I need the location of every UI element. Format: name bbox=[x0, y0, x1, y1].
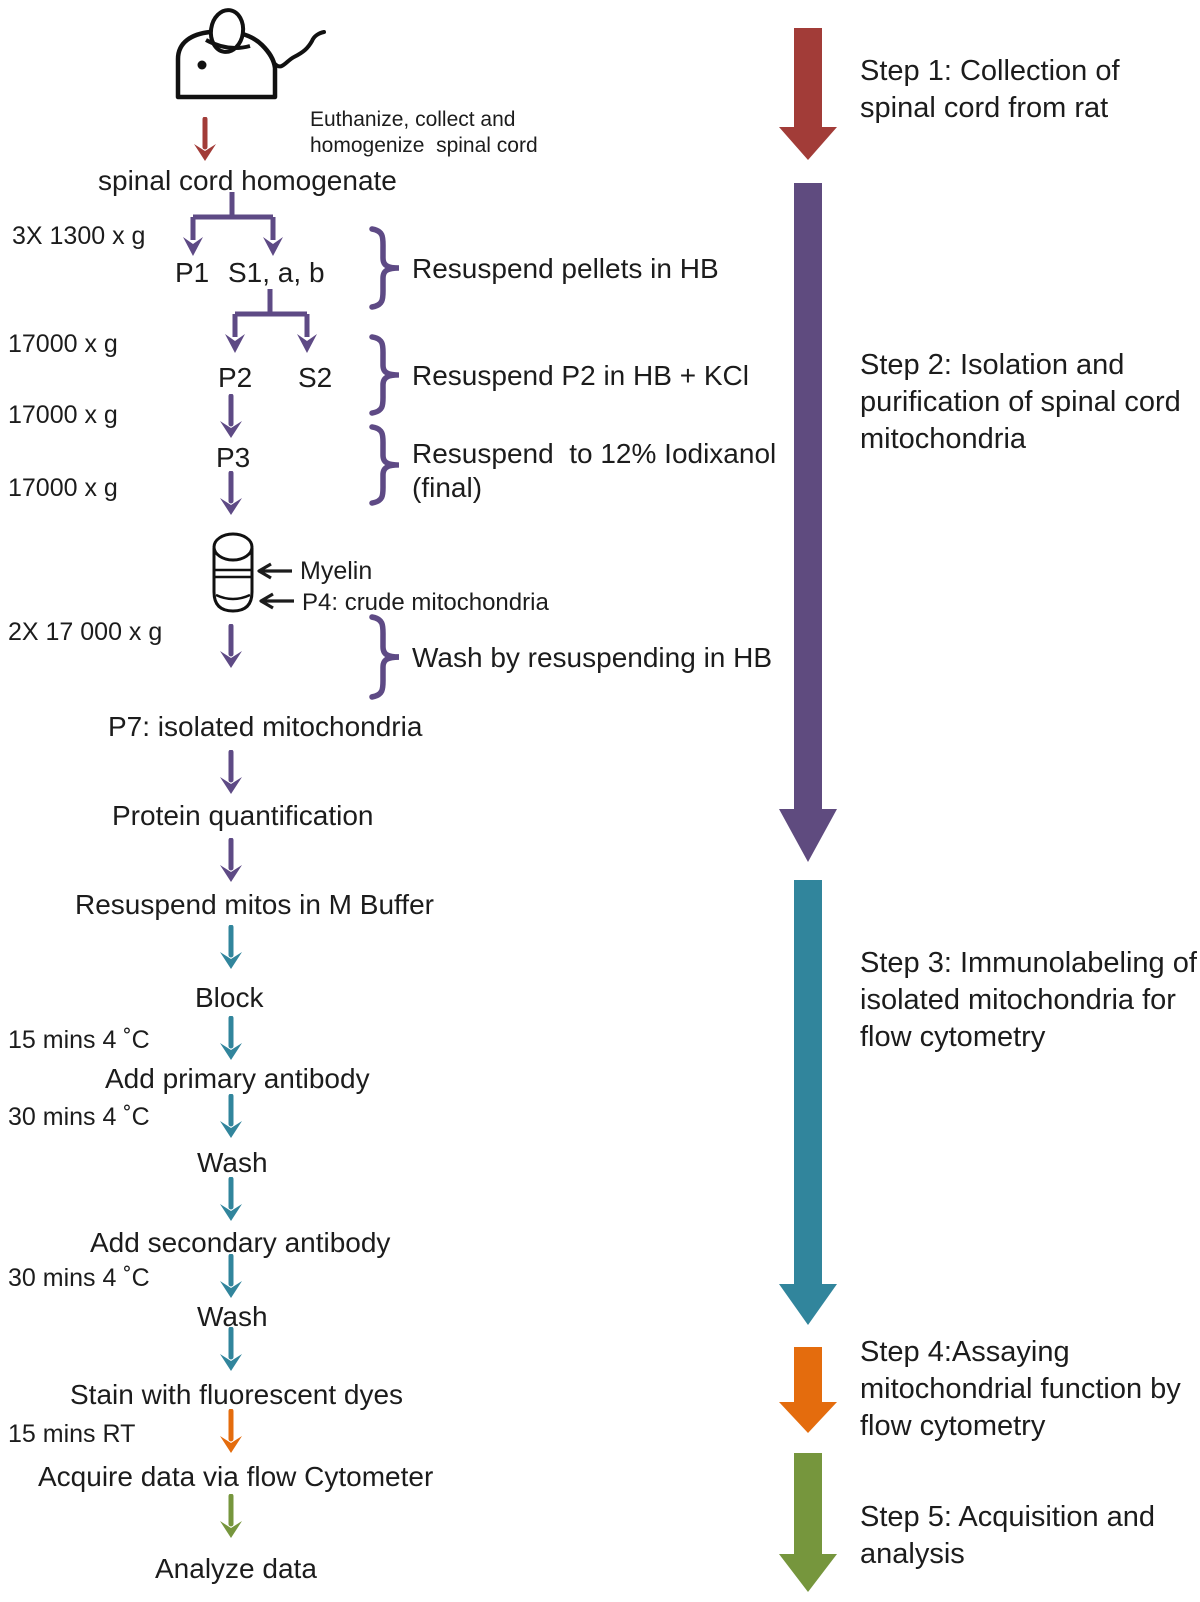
myelin-pointer-icon bbox=[257, 562, 294, 580]
node-s2: S2 bbox=[298, 362, 333, 393]
brace-iodixanol bbox=[368, 424, 404, 506]
step5-label: Step 5: Acquisition and analysis bbox=[860, 1501, 1156, 1570]
node-resuspend-m: Resuspend mitos in M Buffer bbox=[75, 889, 434, 920]
arrow-stain-acquire bbox=[218, 1409, 244, 1453]
arrow-acquire-analyze bbox=[218, 1494, 244, 1538]
step2-arrow bbox=[779, 183, 837, 862]
step1-arrow bbox=[779, 28, 837, 160]
node-block: Block bbox=[195, 982, 264, 1013]
euthanize-note: Euthanize, collect and homogenize spinal… bbox=[310, 108, 538, 157]
step5-arrow bbox=[779, 1453, 837, 1592]
arrow-p3-tube bbox=[218, 471, 244, 515]
label-spin-3: 17000 x g bbox=[8, 401, 118, 429]
step3-arrow bbox=[779, 880, 837, 1325]
arrow-primary-wash bbox=[218, 1094, 244, 1138]
label-wash-hb: Wash by resuspending in HB bbox=[412, 642, 773, 673]
label-time-block: 15 mins 4 ˚C bbox=[8, 1026, 150, 1054]
node-homogenate: spinal cord homogenate bbox=[98, 165, 397, 196]
arrow-wash2-stain bbox=[218, 1327, 244, 1371]
arrow-wash-secondary bbox=[218, 1177, 244, 1221]
step4-arrow bbox=[779, 1347, 837, 1433]
brace-pellets bbox=[368, 226, 404, 310]
node-p2: P2 bbox=[218, 362, 253, 393]
step2-label: Step 2: Isolation and purification of sp… bbox=[860, 349, 1181, 455]
node-wash-2: Wash bbox=[197, 1301, 268, 1332]
step1-label: Step 1: Collection of spinal cord from r… bbox=[860, 55, 1120, 124]
label-resuspend-pellets: Resuspend pellets in HB bbox=[412, 253, 719, 284]
label-spin-2: 17000 x g bbox=[8, 330, 118, 358]
rat-icon bbox=[175, 8, 326, 100]
node-p1: P1 bbox=[175, 257, 210, 288]
arrow-secondary-wash2 bbox=[218, 1254, 244, 1298]
label-spin-5: 2X 17 000 x g bbox=[8, 618, 163, 646]
label-resuspend-iodixanol: Resuspend to 12% Iodixanol (final) bbox=[412, 438, 777, 503]
node-protein: Protein quantification bbox=[112, 800, 374, 831]
brace-wash bbox=[368, 614, 404, 700]
label-time-stain: 15 mins RT bbox=[8, 1420, 136, 1448]
label-myelin: Myelin bbox=[300, 557, 373, 585]
node-add-primary: Add primary antibody bbox=[105, 1063, 370, 1094]
node-wash-1: Wash bbox=[197, 1147, 268, 1178]
label-spin-1: 3X 1300 x g bbox=[12, 222, 146, 250]
node-analyze: Analyze data bbox=[155, 1553, 317, 1584]
label-spin-4: 17000 x g bbox=[8, 474, 118, 502]
brace-p2 bbox=[368, 334, 404, 416]
label-resuspend-p2: Resuspend P2 in HB + KCl bbox=[412, 360, 749, 391]
branch-s1 bbox=[225, 289, 317, 353]
label-p4: P4: crude mitochondria bbox=[302, 589, 549, 616]
label-time-primary: 30 mins 4 ˚C bbox=[8, 1103, 150, 1131]
arrow-wash bbox=[218, 624, 244, 668]
label-time-secondary: 30 mins 4 ˚C bbox=[8, 1264, 150, 1292]
node-add-secondary: Add secondary antibody bbox=[90, 1227, 391, 1258]
p4-pointer-icon bbox=[259, 592, 296, 610]
node-acquire: Acquire data via flow Cytometer bbox=[38, 1461, 434, 1492]
arrow-euthanize bbox=[192, 117, 218, 161]
node-stain: Stain with fluorescent dyes bbox=[70, 1379, 404, 1410]
arrow-p7-protein bbox=[218, 750, 244, 794]
arrow-protein-resuspend bbox=[218, 838, 244, 882]
node-p3: P3 bbox=[216, 442, 251, 473]
arrow-p2-p3 bbox=[218, 394, 244, 438]
step3-label: Step 3: Immunolabeling of isolated mitoc… bbox=[860, 947, 1197, 1053]
node-p7: P7: isolated mitochondria bbox=[108, 711, 423, 742]
arrow-resuspend-block bbox=[218, 925, 244, 969]
arrow-block-primary bbox=[218, 1016, 244, 1060]
step4-label: Step 4:Assaying mitochondrial function b… bbox=[860, 1336, 1181, 1442]
node-s1: S1, a, b bbox=[228, 257, 325, 288]
centrifuge-tube-icon bbox=[212, 532, 254, 613]
branch-homogenate bbox=[183, 192, 283, 256]
